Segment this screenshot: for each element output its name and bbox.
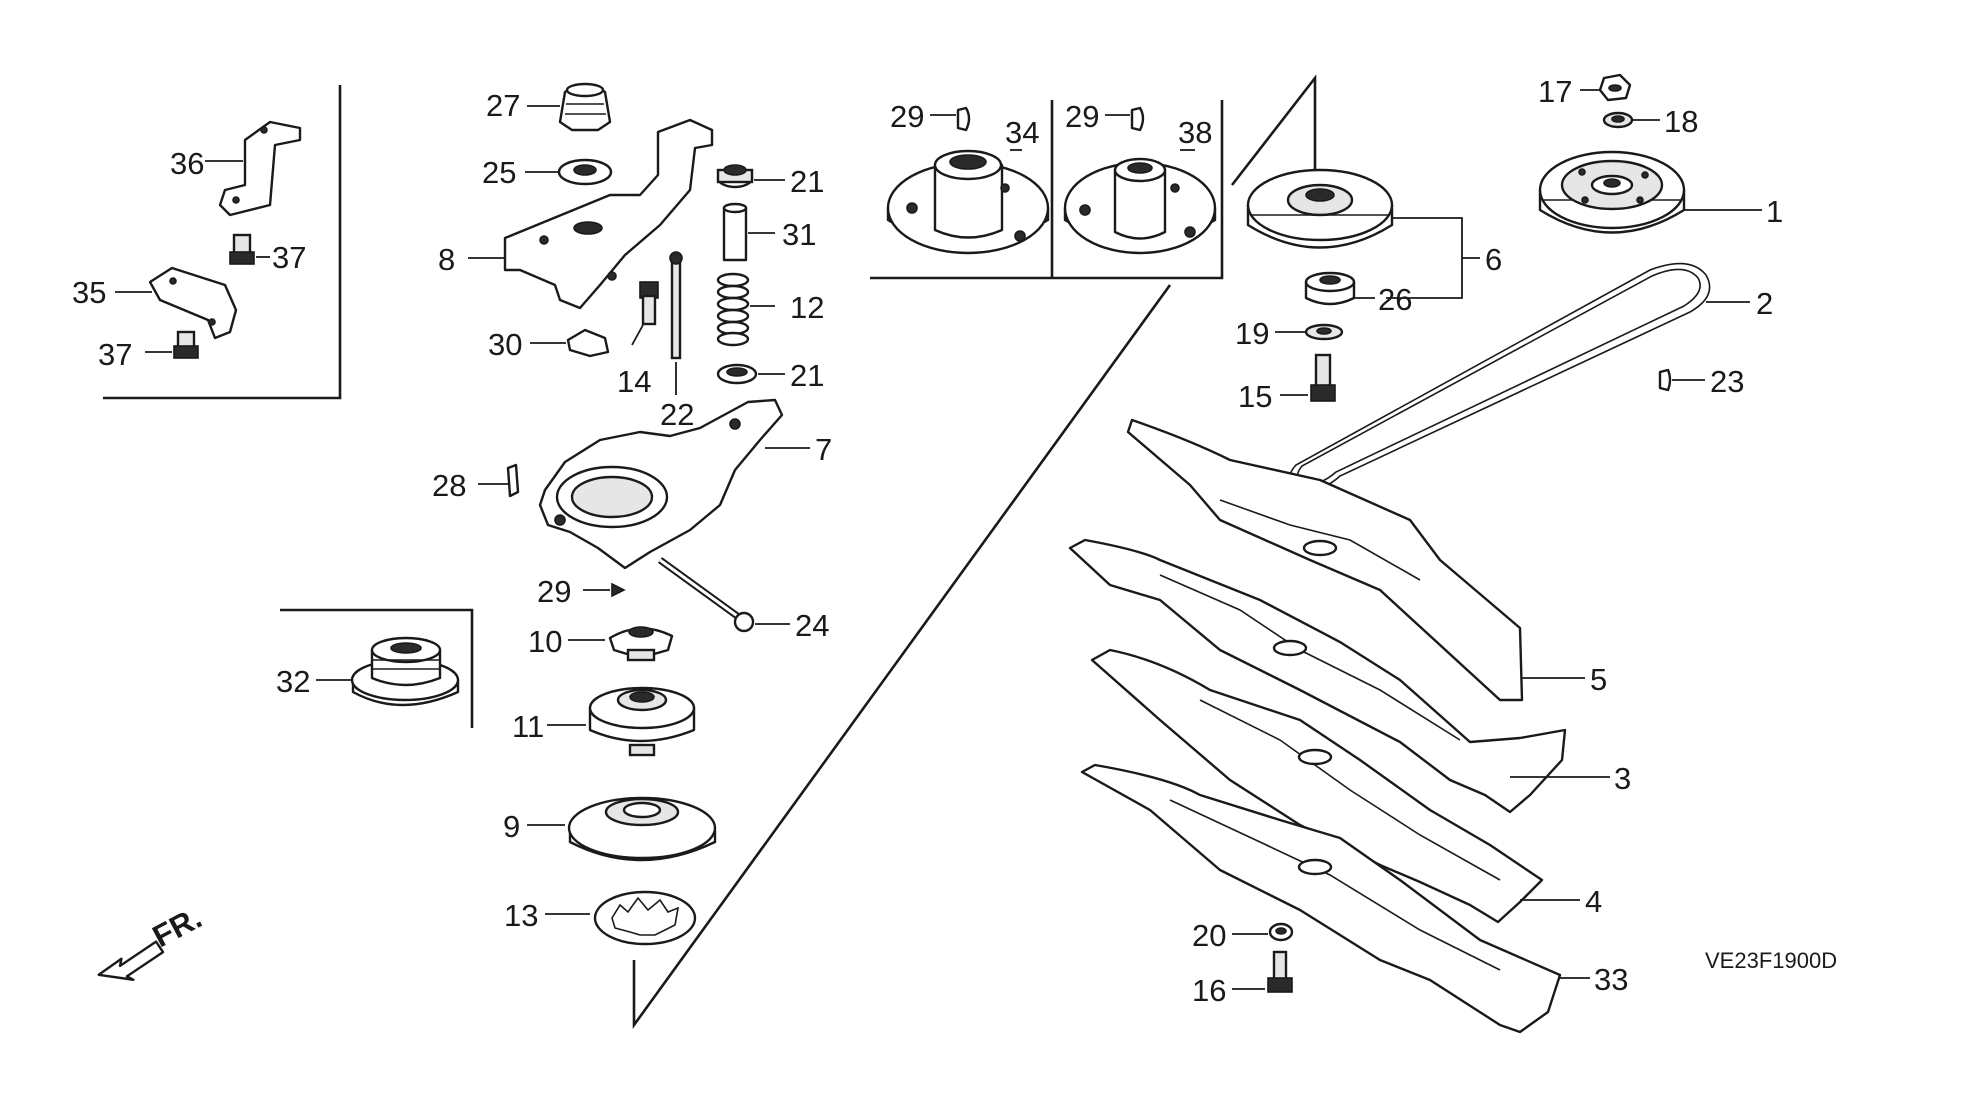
label-28: 28 — [432, 468, 466, 503]
bolt-37-upper — [229, 233, 270, 265]
pulley-1 — [1538, 150, 1762, 234]
washer-18 — [1602, 111, 1660, 129]
shaft-24 — [657, 557, 790, 633]
label-21b: 21 — [790, 358, 824, 393]
label-18: 18 — [1664, 104, 1698, 139]
label-34: 34 — [1005, 115, 1039, 150]
front-direction-arrow-icon — [97, 940, 165, 981]
label-30: 30 — [488, 327, 522, 362]
blade-3 — [1068, 538, 1610, 814]
label-12: 12 — [790, 290, 824, 325]
label-32: 32 — [276, 664, 310, 699]
label-24: 24 — [795, 608, 829, 643]
nut-17 — [1580, 73, 1632, 102]
diagram-code: VE23F1900D — [1705, 948, 1837, 973]
label-33: 33 — [1594, 962, 1628, 997]
label-35: 35 — [72, 275, 106, 310]
label-27: 27 — [486, 88, 520, 123]
label-1: 1 — [1766, 194, 1783, 229]
key-23 — [1658, 368, 1705, 392]
clip-28 — [478, 463, 520, 498]
nut-20 — [1232, 922, 1294, 942]
label-37b: 37 — [98, 337, 132, 372]
clip-30 — [530, 328, 610, 358]
pin-22 — [669, 251, 683, 395]
washer-10 — [568, 626, 674, 662]
label-37a: 37 — [272, 240, 306, 275]
clutch-assembly-38 — [1063, 149, 1217, 255]
pulley-assembly-6 — [1246, 168, 1480, 299]
label-29a: 29 — [537, 574, 571, 609]
seal-25 — [525, 158, 613, 186]
pulley-32 — [316, 636, 460, 707]
label-38: 38 — [1178, 115, 1212, 150]
bolt-14 — [631, 281, 659, 346]
blade-5 — [1126, 418, 1585, 702]
spring-12 — [716, 272, 775, 347]
label-6: 6 — [1485, 242, 1502, 277]
label-11: 11 — [512, 709, 544, 744]
label-2: 2 — [1756, 286, 1773, 321]
label-14: 14 — [617, 364, 651, 399]
lock-washer-13 — [545, 890, 697, 946]
collar-21-lower — [716, 363, 785, 385]
label-29c: 29 — [1065, 99, 1099, 134]
hub-11 — [547, 686, 696, 757]
frame-top-left — [103, 85, 342, 400]
label-10: 10 — [528, 624, 562, 659]
frame-top-center — [870, 100, 1224, 280]
bolt-15 — [1280, 353, 1336, 402]
key-29-b — [1105, 106, 1145, 132]
frame-left-middle — [280, 608, 474, 728]
blade-plate-9 — [527, 796, 717, 862]
mounting-plate-8 — [468, 118, 714, 310]
blade-33 — [1080, 763, 1590, 1034]
blade-4 — [1090, 648, 1580, 924]
assembly-divider-lines — [632, 74, 1317, 1030]
brake-arm-7 — [538, 398, 810, 570]
bracket-36 — [205, 120, 302, 217]
label-26: 26 — [1378, 282, 1412, 317]
label-23: 23 — [1710, 364, 1744, 399]
label-13: 13 — [504, 898, 538, 933]
pin-29-left — [583, 582, 626, 598]
label-17: 17 — [1538, 74, 1572, 109]
label-36: 36 — [170, 146, 204, 181]
bracket-35 — [115, 266, 238, 340]
label-21a: 21 — [790, 164, 824, 199]
collar-21-upper — [716, 164, 785, 189]
label-15: 15 — [1238, 379, 1272, 414]
label-8: 8 — [438, 242, 455, 277]
label-25: 25 — [482, 155, 516, 190]
bearing-26 — [1304, 271, 1375, 306]
label-5: 5 — [1590, 662, 1607, 697]
label-9: 9 — [503, 809, 520, 844]
callout-labels: 36 35 37 37 27 25 8 30 14 22 21 31 12 21… — [72, 74, 1783, 1008]
label-20: 20 — [1192, 918, 1226, 953]
label-7: 7 — [815, 432, 832, 467]
label-29b: 29 — [890, 99, 924, 134]
bolt-37-lower — [145, 330, 199, 359]
label-16: 16 — [1192, 973, 1226, 1008]
washer-19 — [1275, 323, 1344, 341]
sleeve-31 — [722, 202, 775, 262]
label-22: 22 — [660, 397, 694, 432]
bolt-16 — [1232, 950, 1293, 993]
rubber-boot-27 — [527, 82, 612, 132]
label-3: 3 — [1614, 761, 1631, 796]
label-31: 31 — [782, 217, 816, 252]
label-19: 19 — [1235, 316, 1269, 351]
clutch-assembly-34 — [886, 149, 1050, 255]
label-4: 4 — [1585, 884, 1602, 919]
key-29-a — [930, 106, 971, 132]
